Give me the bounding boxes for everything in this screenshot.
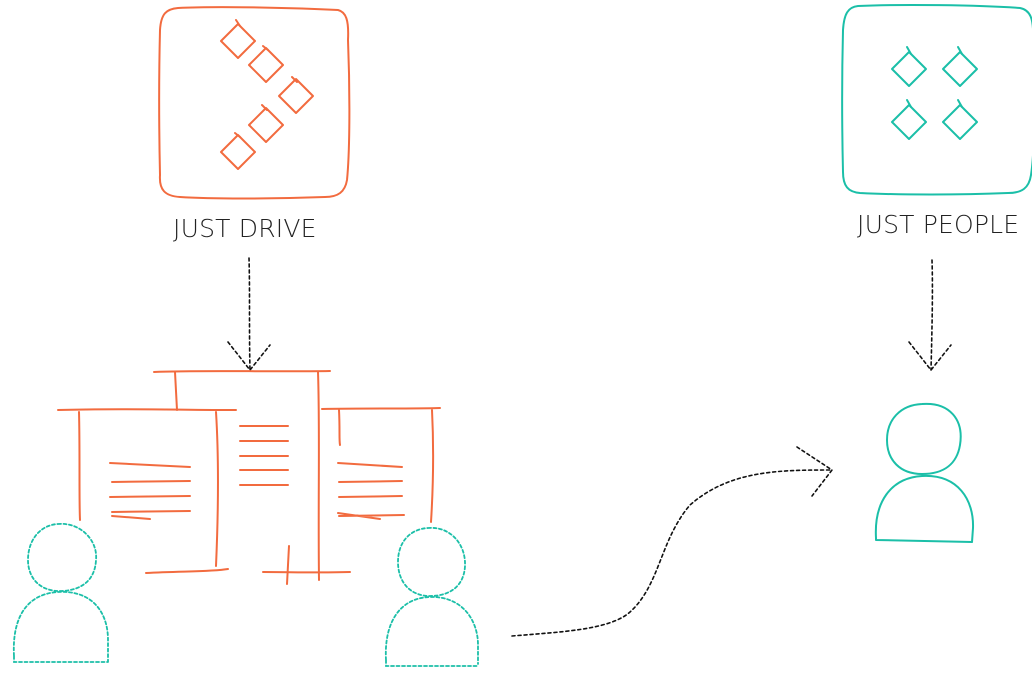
arrow-right-down xyxy=(909,260,951,370)
person-dashed-left xyxy=(14,524,108,662)
person-dashed-right xyxy=(386,528,478,666)
person-icon xyxy=(876,404,973,542)
arrow-left-down xyxy=(228,258,270,370)
document-stack-icon xyxy=(58,371,440,584)
arrow-curved-to-person xyxy=(512,447,832,636)
just-drive-icon xyxy=(159,7,349,198)
just-people-label: JUST PEOPLE xyxy=(857,210,1019,239)
just-drive-label: JUST DRIVE xyxy=(173,214,317,243)
just-people-icon xyxy=(842,5,1032,195)
